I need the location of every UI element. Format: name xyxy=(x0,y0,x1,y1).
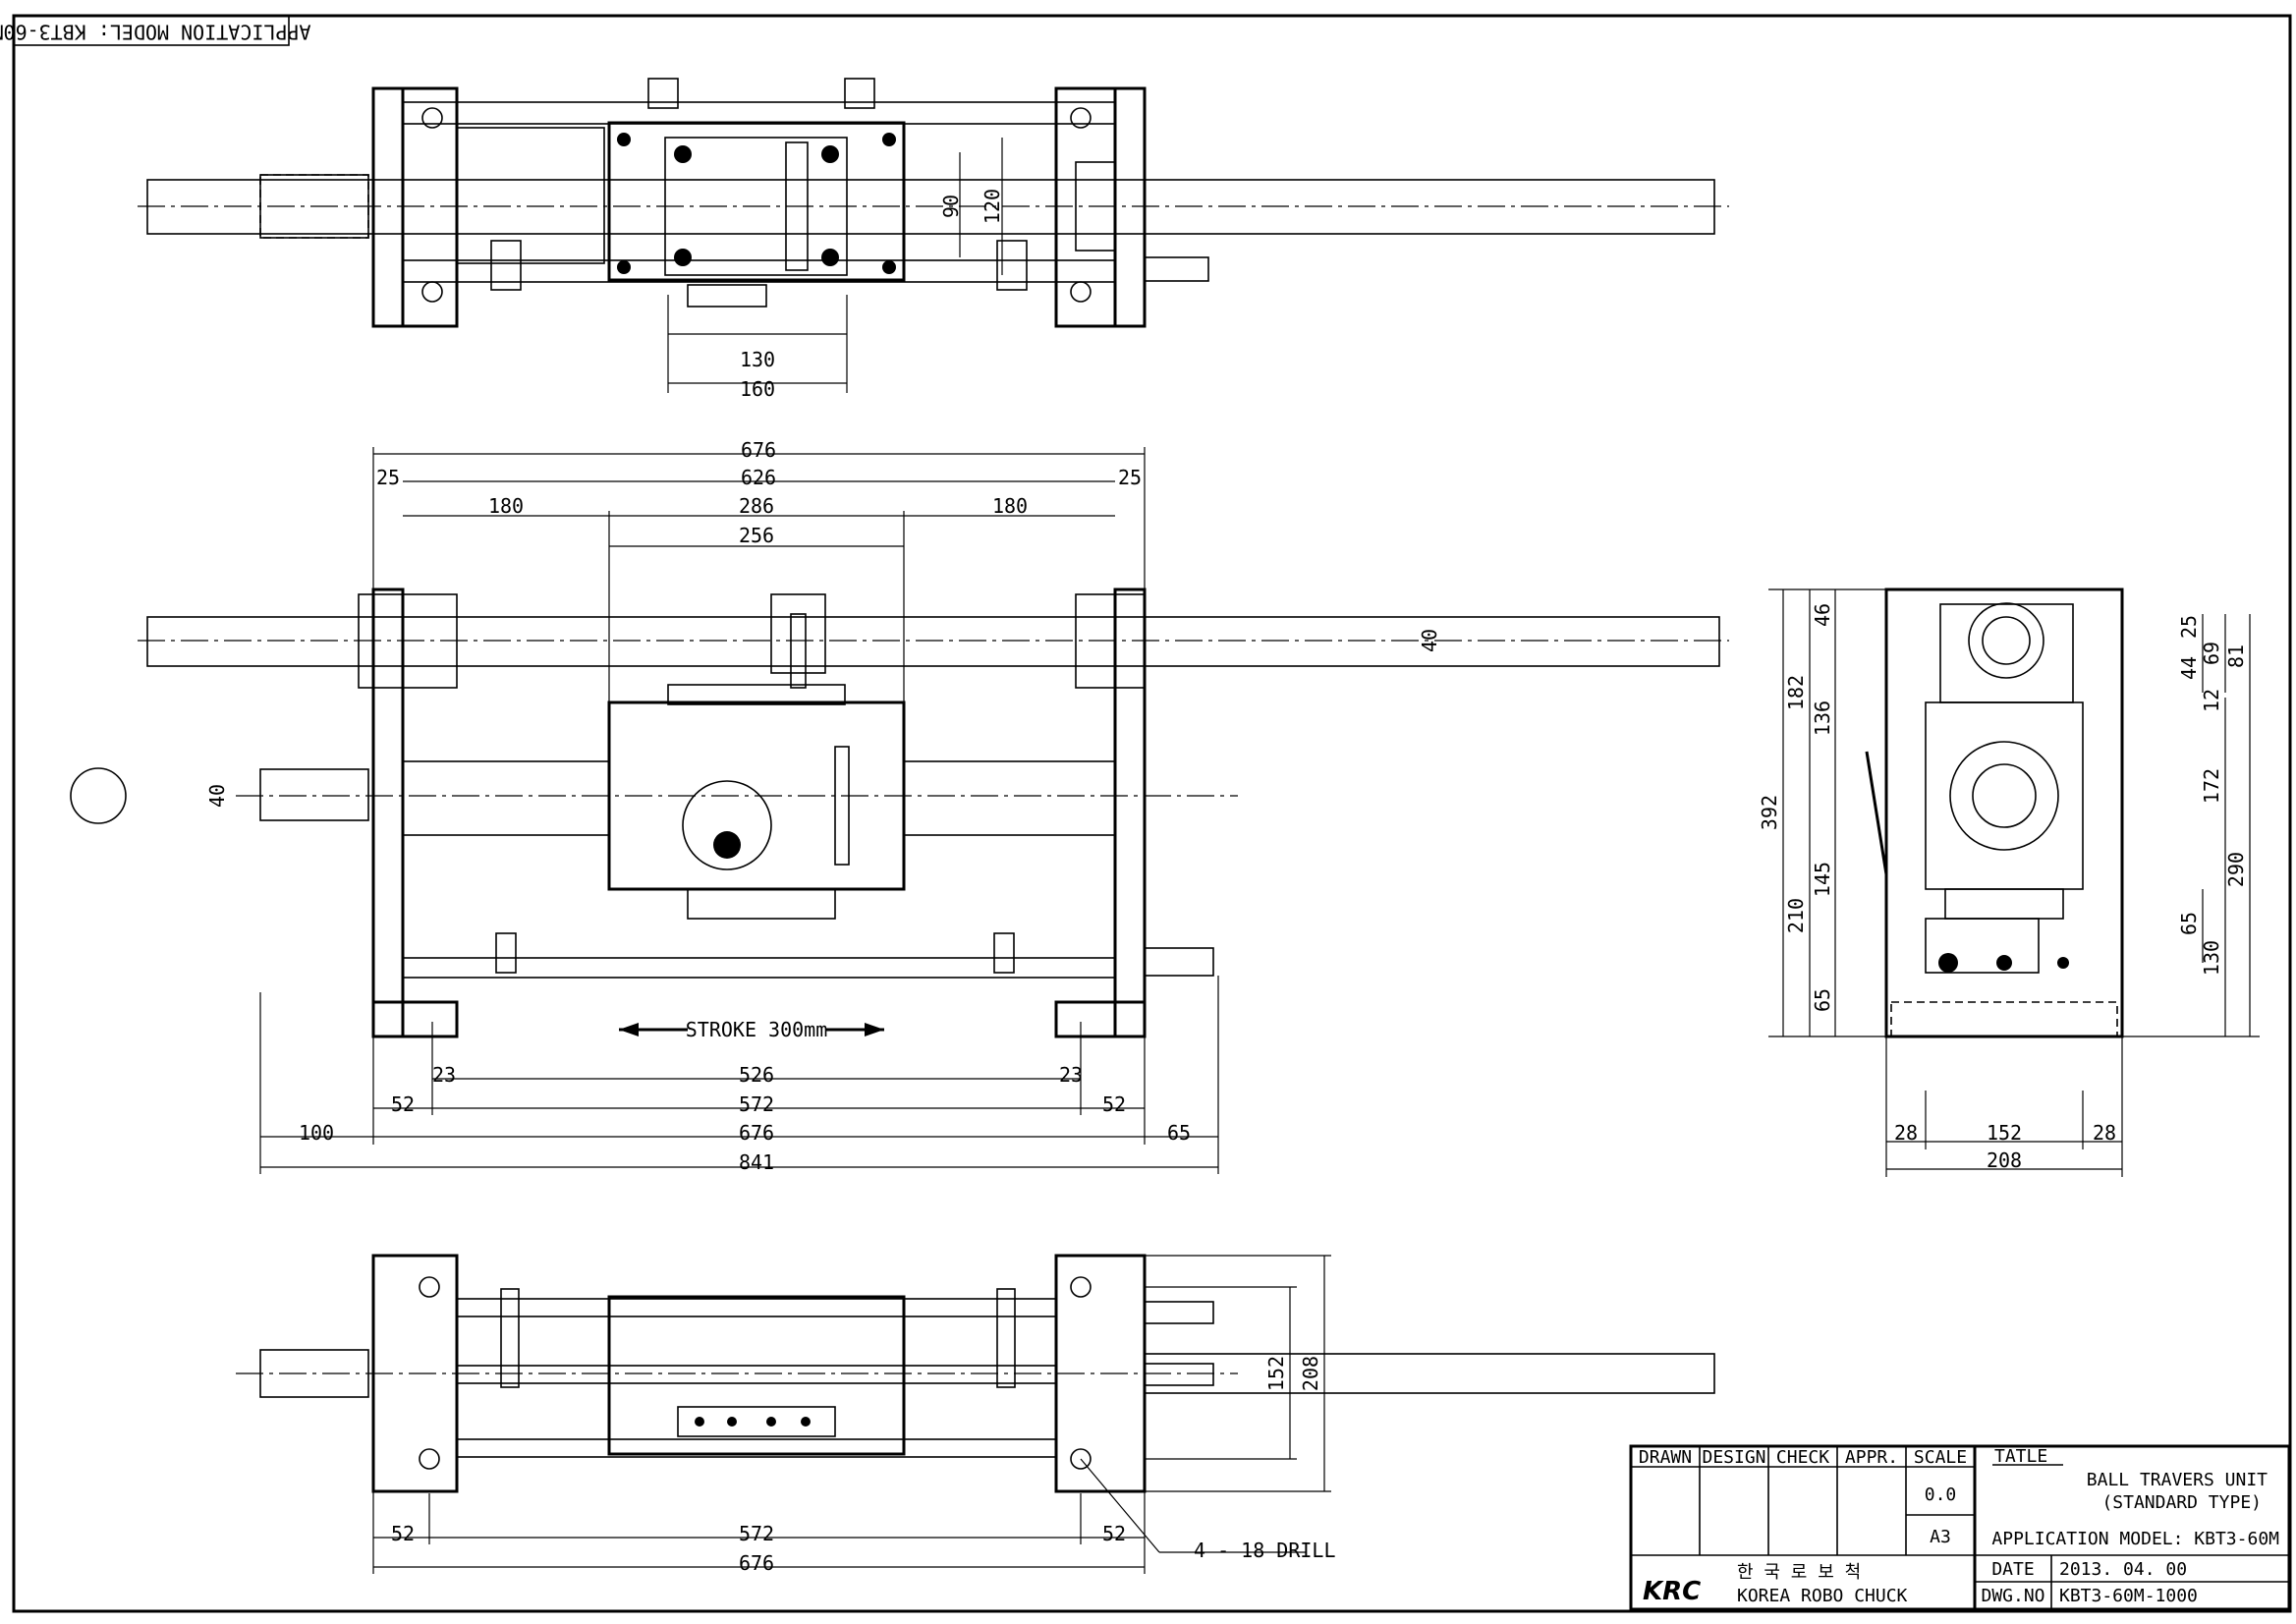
side-left-dim-7: 65 xyxy=(1811,988,1834,1012)
tb-header-appr: APPR. xyxy=(1845,1447,1898,1468)
tb-company-english: KOREA ROBO CHUCK xyxy=(1737,1586,1908,1606)
tb-dwg-label: DWG.NO xyxy=(1981,1586,2044,1606)
front-top-dim-4: 25 xyxy=(1118,466,1142,489)
tb-title-label: TATLE xyxy=(1994,1446,2047,1467)
front-top-dim-8: 256 xyxy=(739,524,774,547)
side-right-dim-9: 130 xyxy=(2200,940,2223,976)
top-dim-2: 120 xyxy=(980,189,1004,224)
front-bottom-dim-5: 572 xyxy=(739,1092,774,1116)
front-view: 676 626 25 25 180 286 180 256 40 40 STRO… xyxy=(70,438,1729,1174)
side-right-dim-3: 69 xyxy=(2200,642,2223,665)
side-view: 392 182 46 136 210 145 65 25 44 69 81 12… xyxy=(1758,588,2260,1177)
side-left-dim-1: 392 xyxy=(1758,795,1781,830)
tb-header-scale: SCALE xyxy=(1914,1447,1967,1468)
krc-logo: KRC xyxy=(1643,1577,1701,1606)
frame-model-label: APPLICATION MODEL: KBT3-60M xyxy=(0,15,311,46)
side-right-dim-4: 81 xyxy=(2224,644,2248,668)
front-bottom-dim-1: 23 xyxy=(432,1063,456,1087)
bottom-dim-5: 152 xyxy=(1264,1356,1288,1391)
side-left-dim-6: 145 xyxy=(1811,862,1834,897)
side-bottom-dim-1: 28 xyxy=(1894,1121,1918,1145)
bottom-dim-6: 208 xyxy=(1299,1356,1322,1391)
frame-model-label-text: APPLICATION MODEL: KBT3-60M xyxy=(0,21,311,44)
front-bottom-dim-3: 23 xyxy=(1059,1063,1083,1087)
front-top-dim-3: 25 xyxy=(376,466,400,489)
stroke-label: STROKE 300mm xyxy=(686,1018,828,1041)
tb-company-korean: 한 국 로 보 척 xyxy=(1737,1562,1861,1583)
side-bottom-dim-2: 152 xyxy=(1987,1121,2022,1145)
side-left-dim-2: 182 xyxy=(1784,675,1808,710)
bottom-dim-1: 52 xyxy=(391,1522,415,1545)
tb-dwg-value: KBT3-60M-1000 xyxy=(2059,1586,2198,1606)
front-bottom-dim-4: 52 xyxy=(391,1092,415,1116)
tb-title-line1: BALL TRAVERS UNIT xyxy=(2087,1470,2268,1490)
front-top-dim-5: 180 xyxy=(488,494,524,518)
front-bottom-dim-10: 841 xyxy=(739,1150,774,1174)
tb-date-value: 2013. 04. 00 xyxy=(2059,1559,2187,1580)
tb-model: APPLICATION MODEL: KBT3-60M xyxy=(1991,1529,2279,1549)
top-dim-1: 90 xyxy=(939,195,963,218)
tb-header-design: DESIGN xyxy=(1702,1447,1765,1468)
side-right-dim-7: 290 xyxy=(2224,852,2248,887)
side-right-dim-2: 44 xyxy=(2177,656,2201,680)
side-bottom-dim-4: 208 xyxy=(1987,1148,2022,1172)
tb-title-line2: (STANDARD TYPE) xyxy=(2101,1492,2262,1513)
top-view: 90 120 130 160 xyxy=(138,78,1729,401)
drawing-frame xyxy=(12,14,2292,1613)
title-block: DRAWN DESIGN CHECK APPR. SCALE 0.0 A3 TA… xyxy=(1629,1444,2291,1611)
side-right-dim-5: 12 xyxy=(2200,689,2223,712)
tb-size-value: A3 xyxy=(1930,1527,1951,1547)
front-bottom-dim-7: 100 xyxy=(299,1121,334,1145)
front-bottom-dim-2: 526 xyxy=(739,1063,774,1087)
tb-header-drawn: DRAWN xyxy=(1639,1447,1692,1468)
side-left-dim-4: 136 xyxy=(1811,700,1834,736)
front-bottom-dim-9: 65 xyxy=(1167,1121,1191,1145)
top-dim-3: 130 xyxy=(740,348,775,371)
front-bottom-dim-8: 676 xyxy=(739,1121,774,1145)
side-left-dim-3: 46 xyxy=(1811,603,1834,627)
bottom-dim-2: 572 xyxy=(739,1522,774,1545)
front-top-dim-7: 180 xyxy=(992,494,1028,518)
bottom-dim-3: 52 xyxy=(1102,1522,1126,1545)
top-dim-4: 160 xyxy=(740,377,775,401)
bottom-dim-4: 676 xyxy=(739,1551,774,1575)
front-top-dim-6: 286 xyxy=(739,494,774,518)
front-bottom-dim-6: 52 xyxy=(1102,1092,1126,1116)
front-shaft-dia: 40 xyxy=(1418,629,1441,652)
bottom-view: 52 572 52 676 152 208 4 - 18 DRILL xyxy=(236,1254,1715,1575)
tb-header-check: CHECK xyxy=(1776,1447,1829,1468)
side-right-dim-8: 65 xyxy=(2177,912,2201,935)
side-right-dim-1: 25 xyxy=(2177,615,2201,639)
tb-date-label: DATE xyxy=(1991,1559,2034,1580)
tb-scale-value: 0.0 xyxy=(1925,1484,1957,1505)
side-left-dim-5: 210 xyxy=(1784,898,1808,933)
side-bottom-dim-3: 28 xyxy=(2093,1121,2116,1145)
side-right-dim-6: 172 xyxy=(2200,768,2223,804)
front-top-dim-1: 676 xyxy=(741,438,776,462)
front-left-dia: 40 xyxy=(205,784,229,808)
drill-note: 4 - 18 DRILL xyxy=(1194,1539,1336,1562)
front-top-dim-2: 626 xyxy=(741,466,776,489)
